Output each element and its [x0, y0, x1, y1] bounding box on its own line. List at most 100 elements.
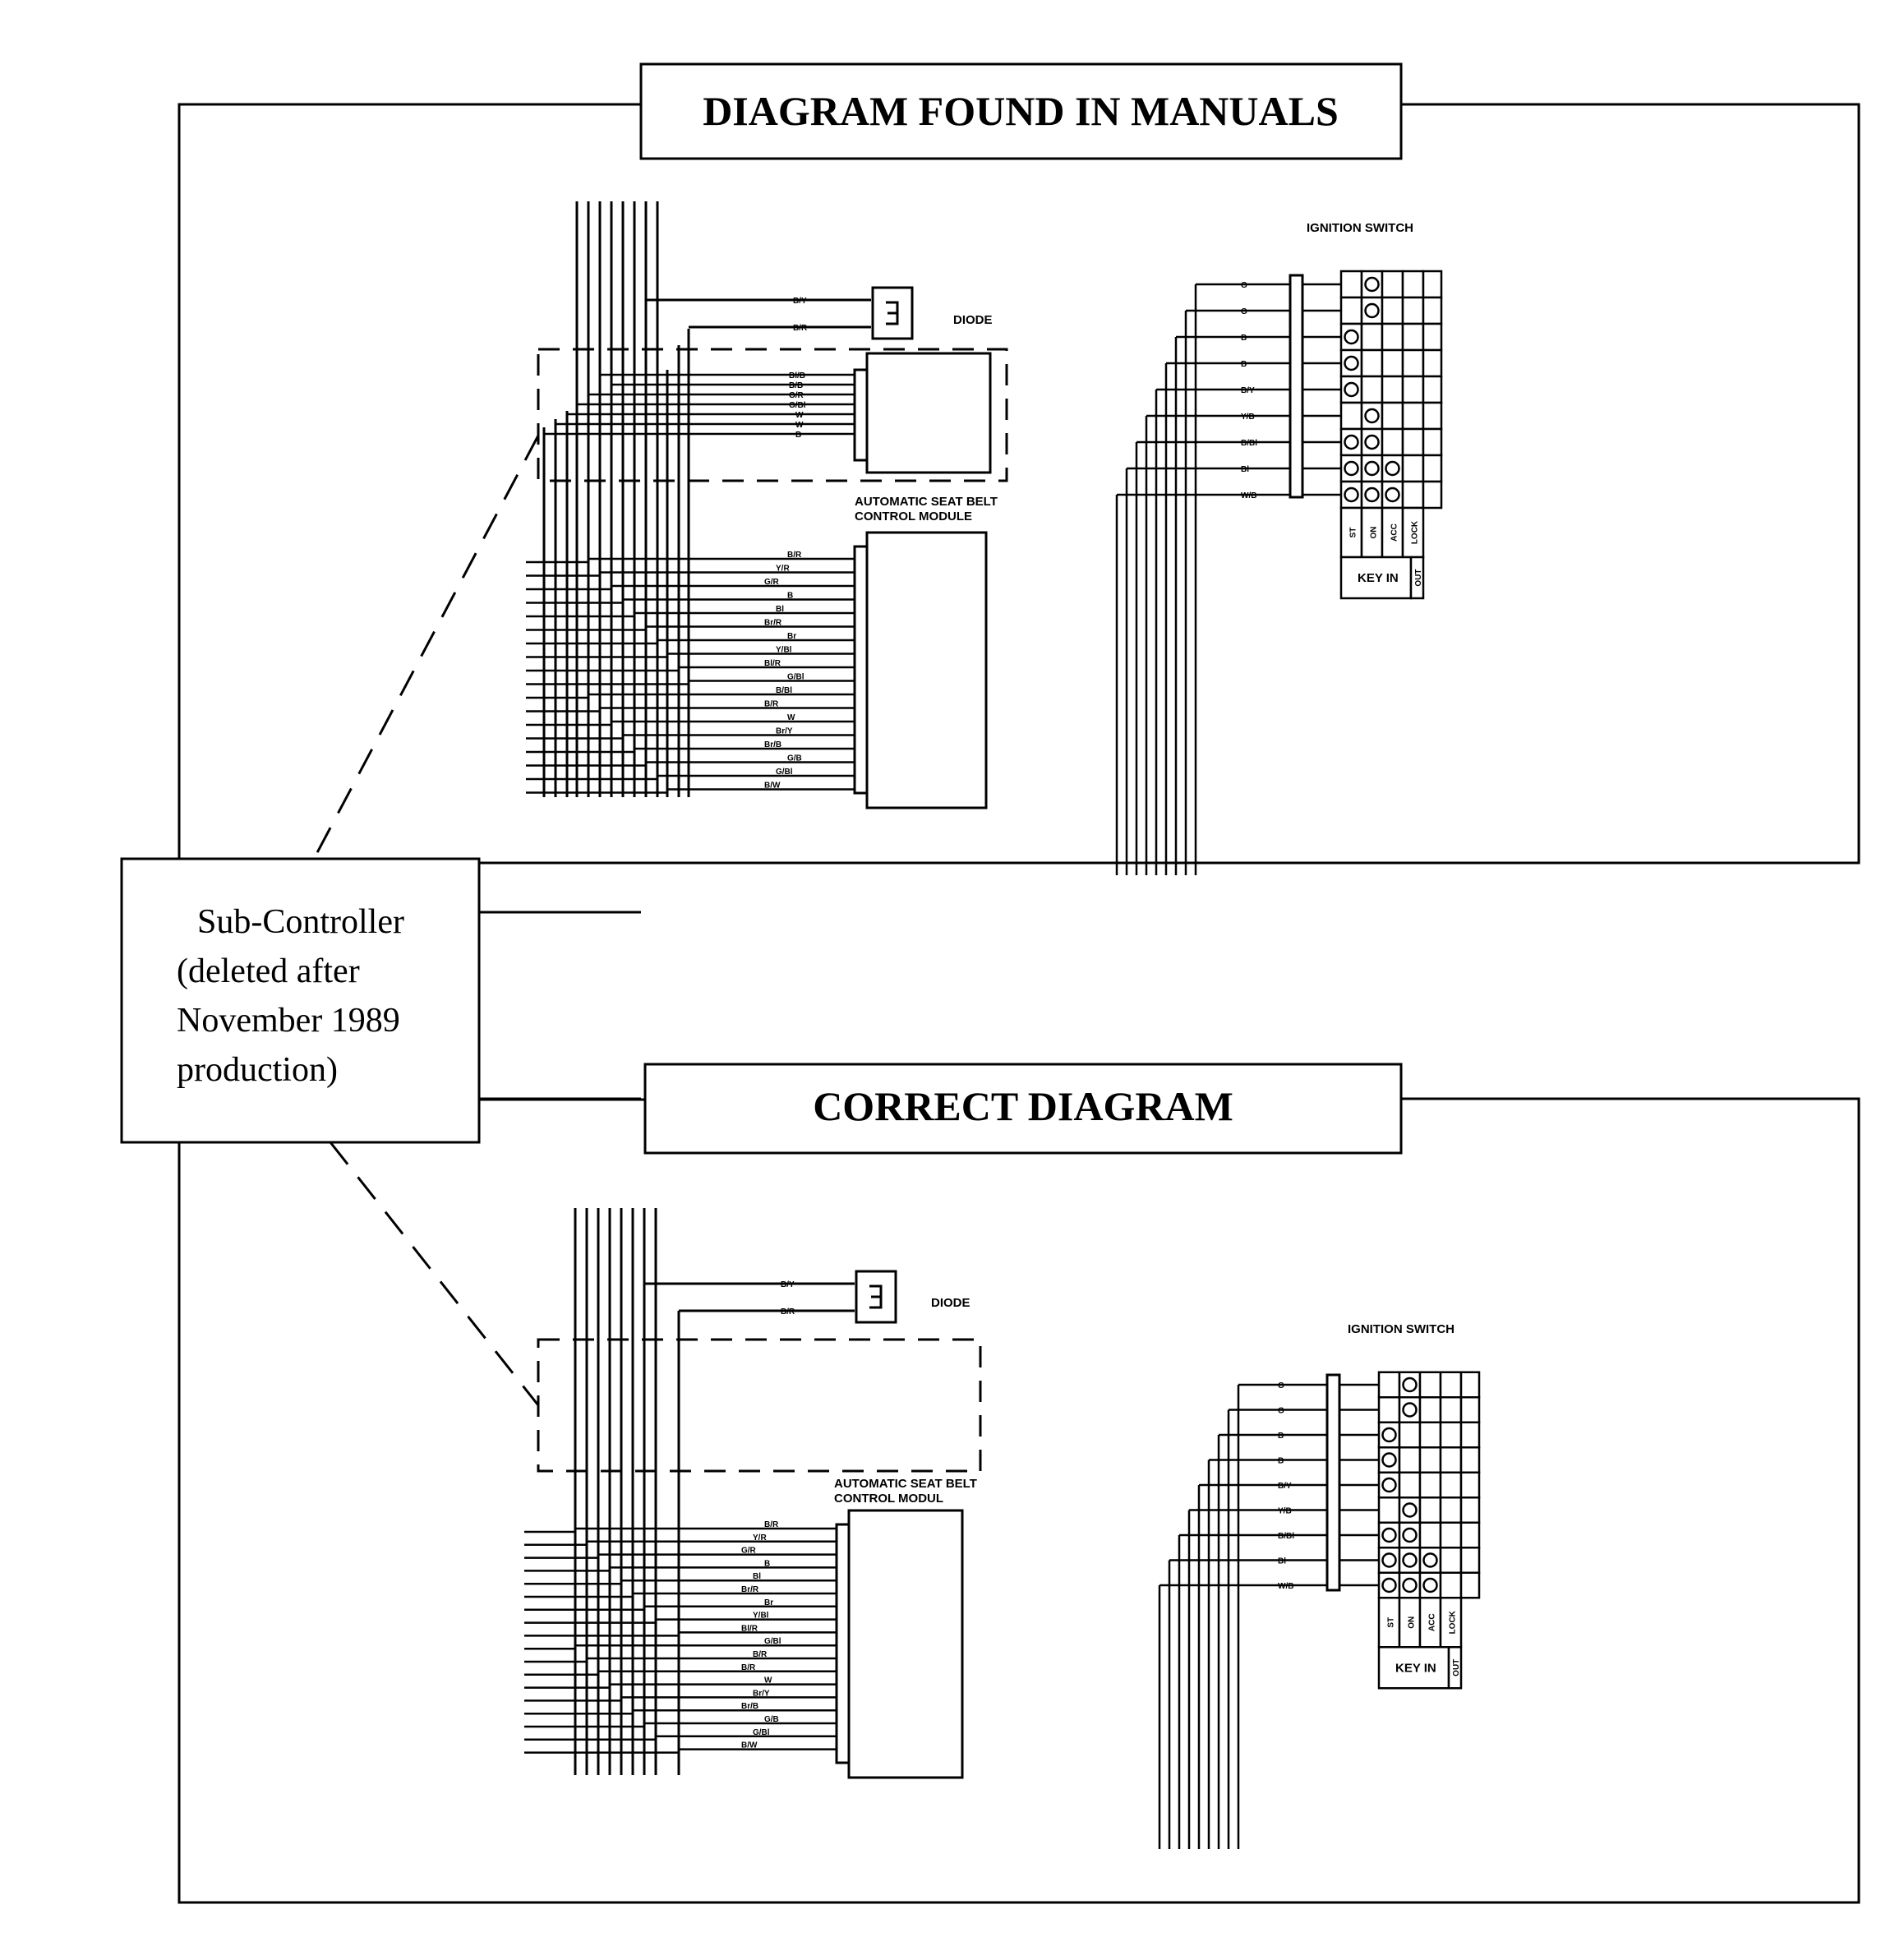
- top-position-label: LOCK: [1411, 520, 1420, 544]
- bottom-ignition-label: IGNITION SWITCH: [1348, 1322, 1455, 1336]
- top-switch-contact: [1344, 355, 1359, 371]
- bottom-ignition-wire-label: Y/B: [1278, 1507, 1292, 1516]
- bottom-switch-cell: [1459, 1421, 1481, 1449]
- bottom-switch-contact: [1381, 1427, 1397, 1443]
- top-position-label: ON: [1370, 527, 1379, 539]
- bottom-position-label: LOCK: [1449, 1610, 1458, 1634]
- top-switch-cell: [1422, 401, 1443, 431]
- bottom-key-out-label: OUT: [1452, 1659, 1461, 1676]
- bottom-subcontroller-outline: [537, 1338, 982, 1473]
- top-switch-contact: [1344, 381, 1359, 398]
- top-switch-contact: [1364, 460, 1380, 477]
- top-module-wire-label: G/Bl: [776, 768, 793, 777]
- top-sub-wire-3: G/R: [789, 391, 804, 400]
- top-ignition-wire-label: B: [1241, 360, 1247, 369]
- top-panel-title: DIAGRAM FOUND IN MANUALS: [703, 88, 1339, 134]
- callout-line-1: Sub-Controller: [197, 903, 404, 941]
- top-switch-cell: [1422, 375, 1443, 404]
- bottom-module-wire-label: Br/Y: [753, 1689, 770, 1698]
- top-ignition-wire-label: G: [1241, 307, 1247, 316]
- callout-line-3: November 1989: [177, 1002, 400, 1040]
- top-module-wire-label: B/R: [764, 700, 779, 709]
- bottom-diode: B/Y B/R DIODE: [644, 1270, 970, 1324]
- bottom-switch-contact: [1422, 1577, 1438, 1593]
- top-switch-contact: [1385, 487, 1400, 503]
- top-key-in-cell: [1339, 556, 1413, 600]
- bottom-switch-contact: [1402, 1577, 1418, 1593]
- top-switch-cell: [1401, 454, 1425, 483]
- top-switch-contact: [1364, 302, 1380, 319]
- bottom-title-box: [643, 1063, 1403, 1155]
- top-switch-cell: [1401, 348, 1425, 378]
- bottom-switch-contact: [1402, 1402, 1418, 1418]
- top-switch-cell: [1381, 427, 1404, 457]
- top-sub-wire-2: B/B: [789, 381, 803, 390]
- top-title-box: [639, 62, 1403, 160]
- bottom-switch-cell: [1439, 1547, 1463, 1574]
- top-switch-cell: [1401, 480, 1425, 510]
- top-switch-contact: [1344, 460, 1359, 477]
- top-switch-cell: [1401, 375, 1425, 404]
- bottom-module-wire-label: G/Bl: [753, 1728, 770, 1737]
- top-switch-cell: [1360, 375, 1384, 404]
- bottom-switch-cell: [1418, 1471, 1442, 1499]
- bottom-module-wire-label: G/Bl: [764, 1637, 781, 1646]
- top-switch-cell: [1339, 270, 1363, 299]
- bottom-panel-frame: [177, 1097, 1860, 1904]
- bottom-module-label-1: AUTOMATIC SEAT BELT: [834, 1477, 977, 1491]
- bottom-switch-cell: [1398, 1471, 1422, 1499]
- bottom-switch-cell: [1439, 1521, 1463, 1549]
- bottom-switch-contact: [1381, 1552, 1397, 1568]
- bottom-switch-contact: [1422, 1552, 1438, 1568]
- top-diode-wire-2: B/R: [793, 324, 808, 333]
- top-switch-cell: [1422, 296, 1443, 325]
- bottom-switch-contact: [1381, 1577, 1397, 1593]
- top-switch-contact: [1344, 434, 1359, 450]
- top-switch-cell: [1381, 322, 1404, 352]
- bottom-switch-cell: [1459, 1497, 1481, 1524]
- top-module-wire-label: Br/Y: [776, 727, 793, 736]
- top-ignition-wire-label: G: [1241, 281, 1247, 290]
- bottom-switch-cell: [1459, 1547, 1481, 1574]
- bottom-switch-cell: [1377, 1396, 1401, 1423]
- top-module-wire-label: G/Bl: [787, 673, 804, 682]
- top-switch-cell: [1360, 322, 1384, 352]
- bottom-position-cell: [1377, 1597, 1401, 1649]
- top-module-box: [865, 531, 988, 809]
- top-switch-cell: [1339, 401, 1363, 431]
- bottom-leader-line: [329, 1141, 540, 1406]
- bottom-switch-cell: [1459, 1521, 1481, 1549]
- bottom-module-wire-label: B/W: [741, 1741, 758, 1750]
- bottom-module-wire-label: G/B: [764, 1715, 779, 1724]
- top-ignition-wire-label: B: [1241, 334, 1247, 343]
- bottom-module-wire-label: G/R: [741, 1547, 757, 1556]
- bottom-switch-cell: [1418, 1371, 1442, 1399]
- subcontroller-callout: Sub-Controller (deleted after November 1…: [120, 857, 645, 1144]
- bottom-position-label: ON: [1408, 1616, 1417, 1629]
- callout-box: [120, 857, 481, 1144]
- bottom-switch-cell: [1459, 1571, 1481, 1599]
- top-switch-cell: [1360, 348, 1384, 378]
- bottom-switch-cell: [1439, 1446, 1463, 1473]
- bottom-switch-contact: [1381, 1452, 1397, 1468]
- bottom-switch-cell: [1439, 1571, 1463, 1599]
- bottom-position-cell: [1439, 1597, 1463, 1649]
- bottom-switch-contact: [1402, 1552, 1418, 1568]
- bottom-ignition-wire-label: G: [1278, 1407, 1284, 1416]
- bottom-module-wire-label: B/R: [741, 1663, 756, 1672]
- bottom-switch-contact: [1402, 1502, 1418, 1518]
- top-module-label-1: AUTOMATIC SEAT BELT: [855, 495, 998, 509]
- bottom-switch-cell: [1418, 1446, 1442, 1473]
- top-switch-cell: [1401, 427, 1425, 457]
- top-control-module: AUTOMATIC SEAT BELT CONTROL MODULE B/RY/…: [526, 495, 998, 809]
- bottom-panel-title: CORRECT DIAGRAM: [813, 1083, 1233, 1129]
- top-switch-cell: [1422, 480, 1443, 510]
- top-module-wire-label: Y/Bl: [776, 646, 792, 655]
- top-key-in-label: KEY IN: [1358, 571, 1399, 585]
- top-switch-cell: [1381, 375, 1404, 404]
- top-switch-cell: [1339, 296, 1363, 325]
- bottom-switch-cell: [1439, 1421, 1463, 1449]
- top-switch-cell: [1401, 401, 1425, 431]
- top-switch-contact: [1364, 408, 1380, 424]
- top-ignition-wire-label: B/Bl: [1241, 439, 1257, 448]
